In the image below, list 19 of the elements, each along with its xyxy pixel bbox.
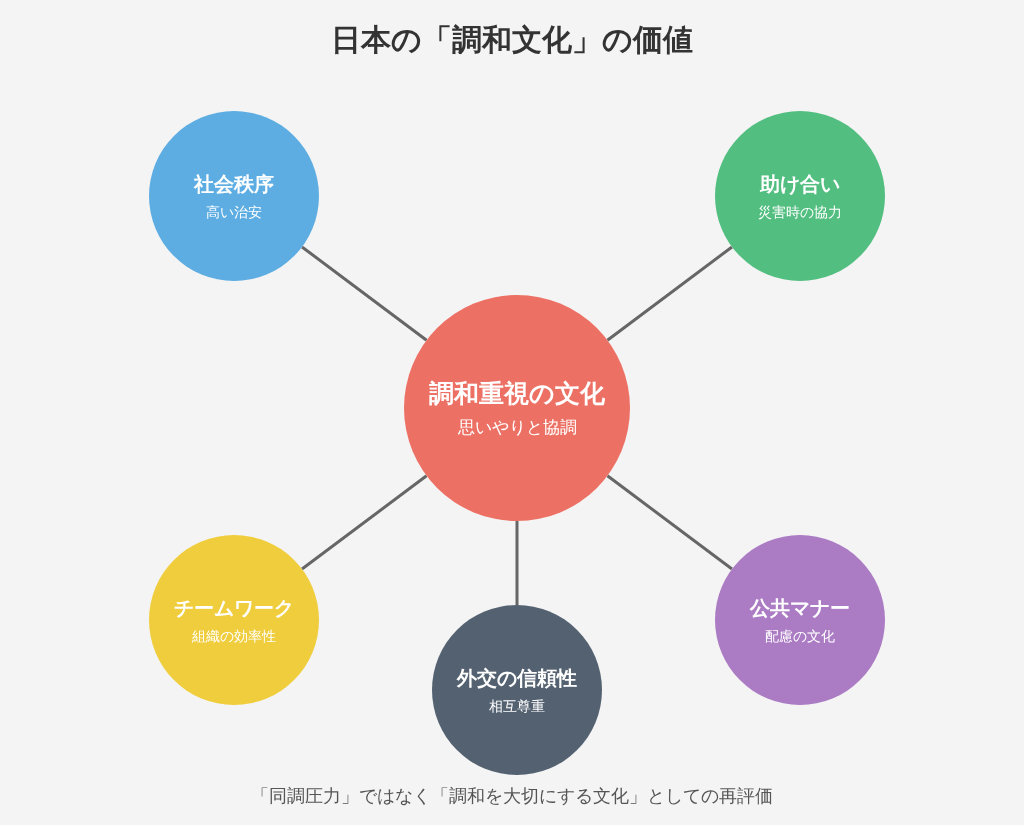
circle-subtitle: 高い治安 <box>206 203 262 222</box>
circle-subtitle: 思いやりと協調 <box>457 416 577 439</box>
connector-line <box>606 474 733 571</box>
circle-subtitle: 災害時の協力 <box>758 203 842 222</box>
circle-heading: 助け合い <box>760 170 840 198</box>
connector-line <box>301 474 428 571</box>
circle-heading: 公共マナー <box>750 594 850 622</box>
connector-line <box>515 521 519 605</box>
diagram-title: 日本の「調和文化」の価値 <box>330 21 694 59</box>
circle-subtitle: 組織の効率性 <box>192 627 276 646</box>
circle-subtitle: 相互尊重 <box>489 697 545 716</box>
connector-line <box>606 245 733 342</box>
circle-heading: 調和重視の文化 <box>429 378 605 410</box>
circle-heading: 社会秩序 <box>194 170 274 198</box>
circle-heading: チームワーク <box>174 594 294 622</box>
caption: 「同調圧力」ではなく「調和を大切にする文化」としての再評価 <box>250 784 774 808</box>
circle-heading: 外交の信頼性 <box>457 664 577 692</box>
circle-subtitle: 配慮の文化 <box>765 627 835 646</box>
connector-line <box>301 245 428 342</box>
